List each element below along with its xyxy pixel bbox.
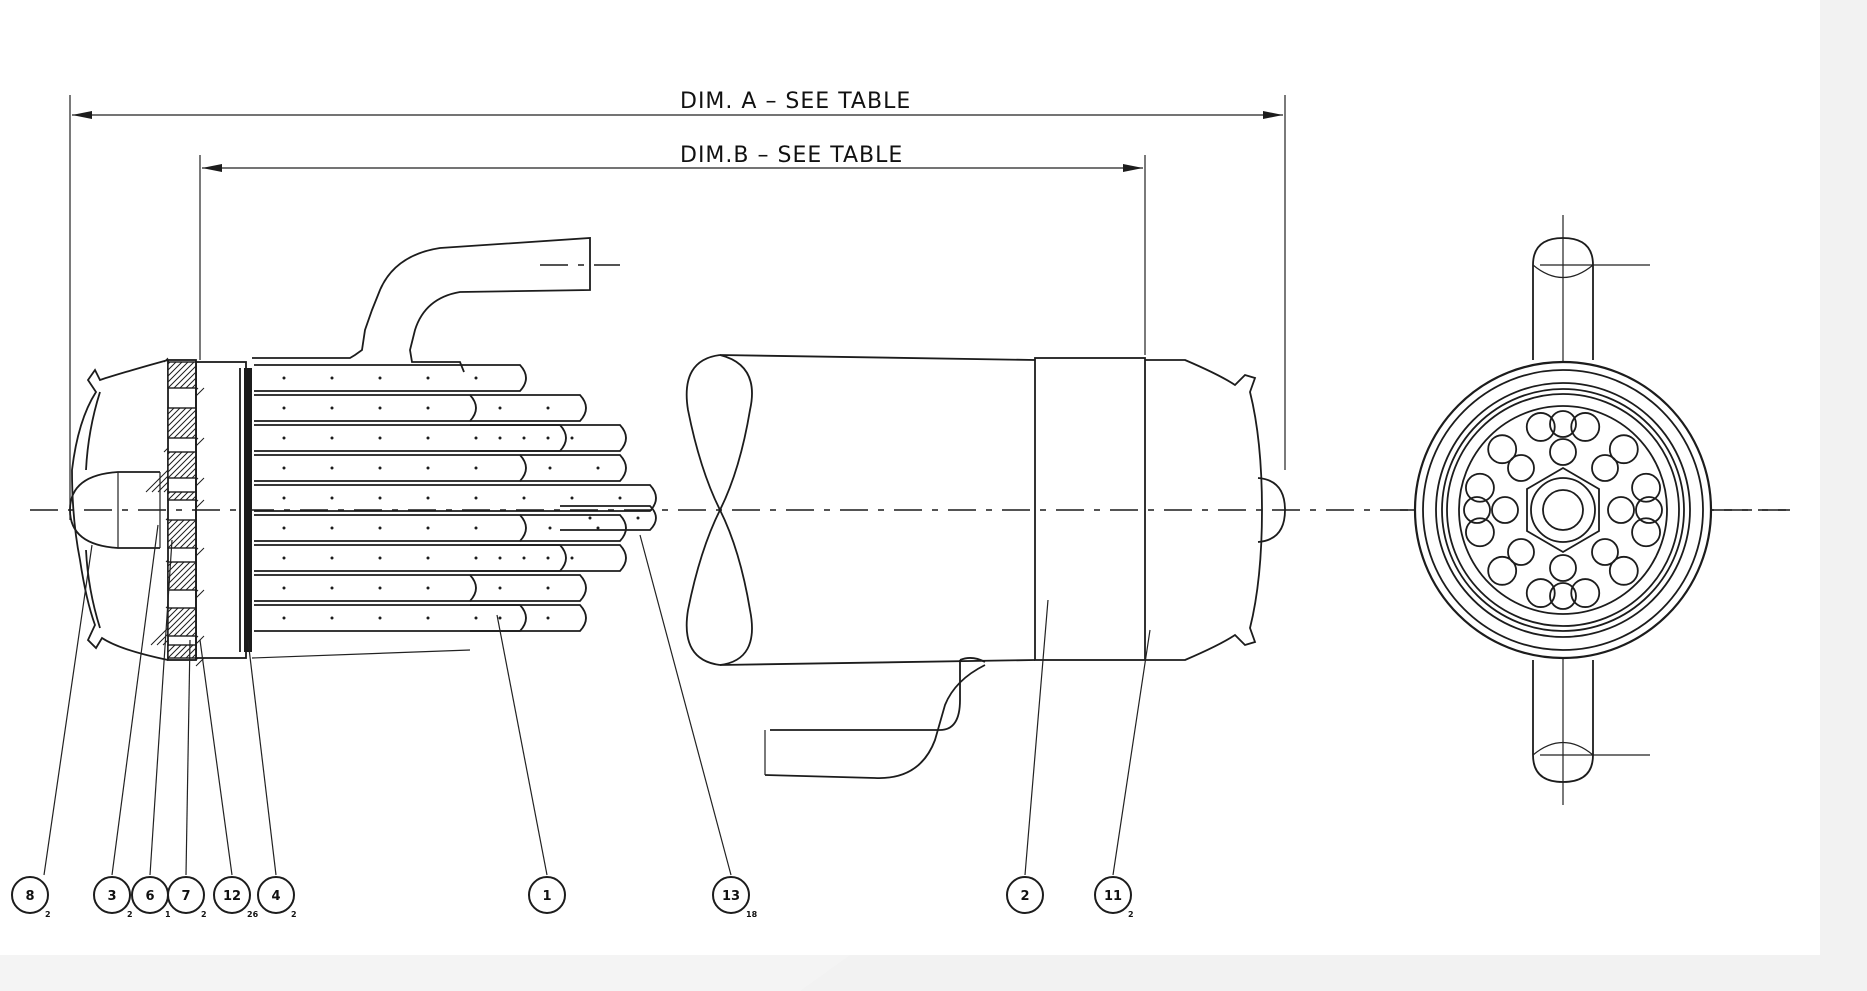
dimension-b: DIM.B – SEE TABLE: [199, 143, 1146, 360]
callout-number: 12: [223, 889, 241, 904]
callout-4: 42: [257, 876, 297, 919]
callout-3: 32: [93, 876, 133, 919]
callout-11: 11 2: [1094, 876, 1134, 919]
tube-bundle: [254, 364, 657, 632]
callout-12: 12 26: [213, 876, 259, 919]
callout-number: 3: [107, 889, 116, 904]
callout-qty: 1: [165, 910, 171, 919]
callout-number: 1: [542, 889, 551, 904]
leader-lines: [43, 524, 1151, 876]
callout-8: 82: [11, 876, 51, 919]
callout-qty: 2: [291, 910, 297, 919]
shell-left-section: [251, 237, 620, 659]
dim-b-label: DIM.B – SEE TABLE: [680, 143, 903, 168]
callout-number: 8: [25, 889, 34, 904]
callout-qty: 18: [746, 910, 758, 919]
callout-qty: 2: [127, 910, 133, 919]
callout-13: 13 18: [712, 876, 758, 919]
callout-7: 72: [167, 876, 207, 919]
callout-number: 2: [1020, 889, 1029, 904]
callout-number: 6: [145, 889, 154, 904]
dimension-a: DIM. A – SEE TABLE: [69, 89, 1286, 520]
right-end-cap: [1145, 359, 1286, 661]
callout-1: 1: [528, 876, 566, 914]
callout-qty: 26: [247, 910, 259, 919]
callout-qty: 2: [201, 910, 207, 919]
dim-a-label: DIM. A – SEE TABLE: [680, 89, 911, 114]
callout-qty: 2: [1128, 910, 1134, 919]
callout-number: 7: [181, 889, 190, 904]
callout-qty: 2: [45, 910, 51, 919]
callout-number: 4: [271, 889, 280, 904]
left-end-cap: [69, 359, 169, 661]
callout-number: 13: [722, 889, 740, 904]
end-view: [1400, 215, 1790, 805]
main-shell: [685, 354, 1146, 779]
callout-2: 2: [1006, 876, 1044, 914]
gasket-hatched: [145, 357, 205, 667]
callout-number: 11: [1104, 889, 1122, 904]
tube-sheet: [195, 361, 252, 659]
